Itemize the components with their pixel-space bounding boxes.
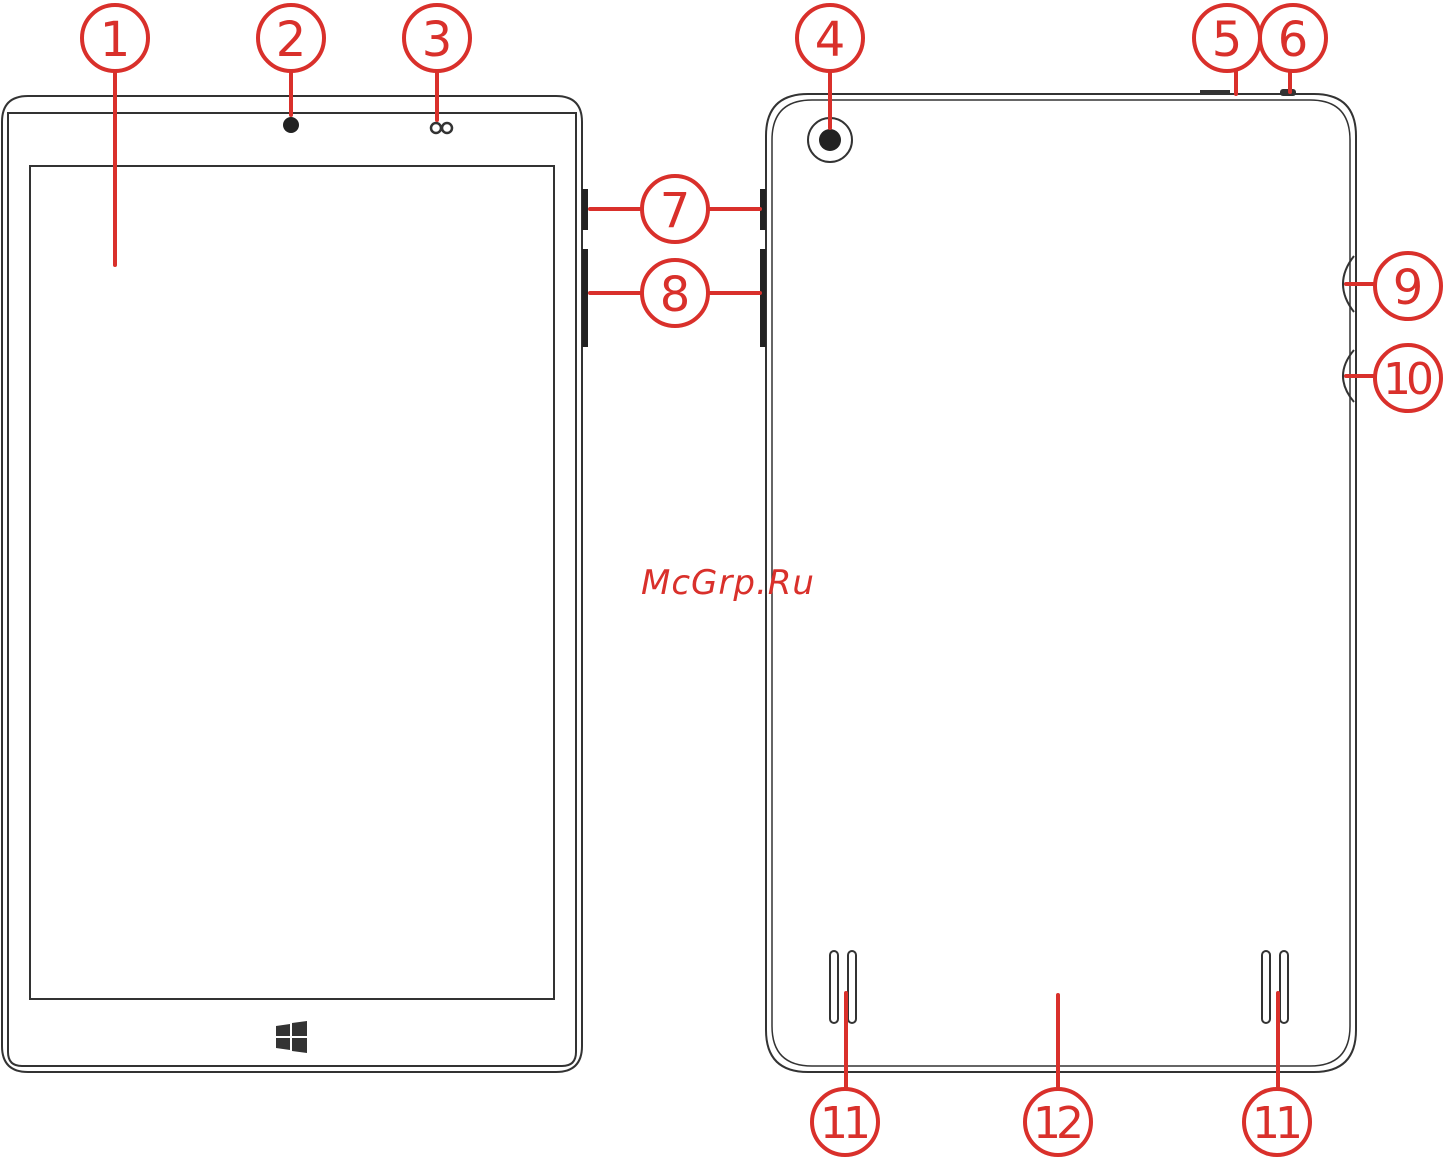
callout-label-10: 10 — [1383, 354, 1432, 405]
speaker-grille-left — [848, 951, 856, 1023]
callout-label-1: 1 — [100, 12, 131, 68]
tablet-front-inner-frame — [8, 113, 576, 1066]
callout-label-8: 8 — [660, 267, 691, 323]
tablet-front-outer-frame — [2, 96, 582, 1072]
callout-label-12: 12 — [1033, 1098, 1080, 1149]
speaker-grille-right — [1280, 951, 1288, 1023]
callout-label-6: 6 — [1278, 12, 1309, 68]
front-side-buttons — [582, 189, 588, 347]
callout-label-9: 9 — [1393, 260, 1424, 316]
side-slots — [1343, 256, 1354, 402]
callout-label-5: 5 — [1212, 12, 1243, 68]
volume-rocker-front — [582, 249, 588, 347]
volume-rocker-back — [760, 249, 766, 347]
touch-screen — [30, 166, 554, 999]
power-button-front — [582, 189, 588, 230]
tablet-back-inner-frame — [772, 100, 1350, 1066]
callout-label-11-left: 11 — [820, 1098, 867, 1149]
speaker-grille-right — [1262, 951, 1270, 1023]
back-side-buttons — [760, 189, 766, 347]
callout-label-7: 7 — [660, 183, 691, 239]
tablet-front-view — [2, 96, 582, 1072]
callout-label-2: 2 — [276, 12, 307, 68]
callout-label-4: 4 — [815, 12, 846, 68]
speaker-grille-left — [830, 951, 838, 1023]
callout-label-11-right: 11 — [1252, 1098, 1299, 1149]
tablet-back-outer-frame — [766, 94, 1356, 1072]
micro-usb-port — [1200, 90, 1230, 95]
tablet-back-view — [766, 94, 1356, 1072]
front-camera-icon — [283, 117, 299, 133]
light-sensor-icon — [431, 123, 452, 133]
windows-logo-icon — [276, 1021, 307, 1053]
callout-label-3: 3 — [422, 12, 453, 68]
watermark-text: McGrp.Ru — [641, 563, 815, 603]
